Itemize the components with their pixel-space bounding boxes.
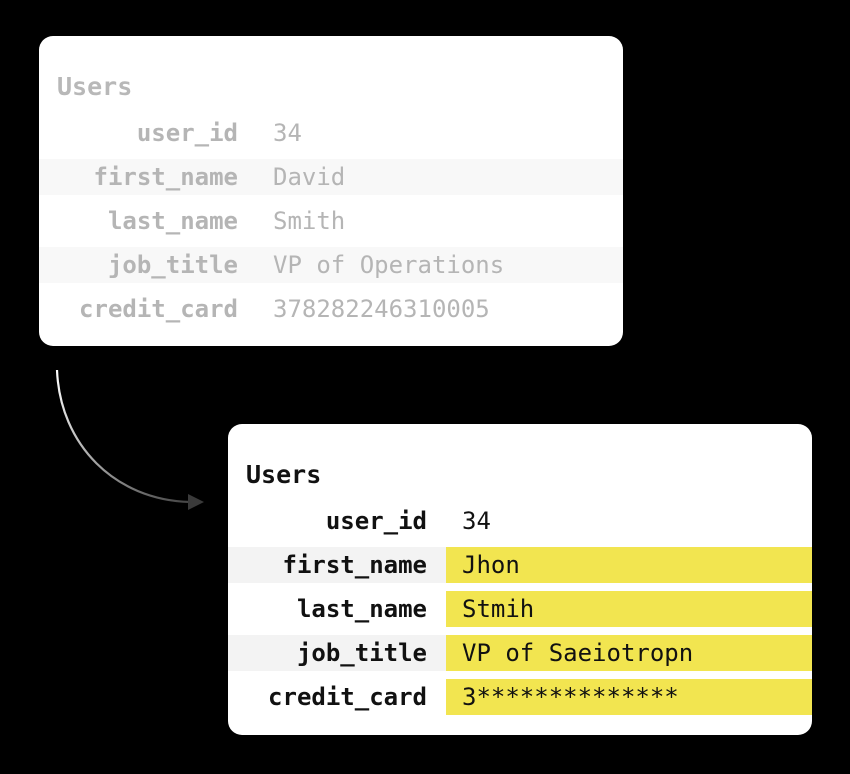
original-field-credit-card: credit_card — [79, 295, 238, 323]
original-row-credit-card: credit_card 378282246310005 — [39, 291, 623, 327]
original-value-first-name: David — [273, 163, 346, 191]
masked-field-job-title: job_title — [296, 639, 427, 667]
arrow-head-icon — [188, 494, 204, 510]
masked-value-user-id: 34 — [462, 507, 491, 535]
masked-field-last-name: last_name — [296, 595, 427, 623]
masked-row-first-name: first_name Jhon — [228, 547, 812, 583]
masked-users-card: Users user_id 34 first_name Jhon last_na… — [228, 424, 812, 735]
original-table-title: Users — [57, 72, 133, 101]
original-row-job-title: job_title VP of Operations — [39, 247, 623, 283]
masked-table-title: Users — [246, 460, 322, 489]
masked-row-user-id: user_id 34 — [228, 503, 812, 539]
arrow-line — [55, 369, 191, 504]
masked-row-credit-card: credit_card 3************** — [228, 679, 812, 715]
masked-value-credit-card: 3************** — [446, 679, 812, 715]
original-row-user-id: user_id 34 — [39, 115, 623, 151]
original-field-last-name: last_name — [107, 207, 238, 235]
masked-value-last-name: Stmih — [446, 591, 812, 627]
original-value-user-id: 34 — [273, 119, 302, 147]
original-value-credit-card: 378282246310005 — [273, 295, 490, 323]
masked-value-first-name: Jhon — [446, 547, 812, 583]
masked-field-credit-card: credit_card — [268, 683, 427, 711]
original-value-job-title: VP of Operations — [273, 251, 505, 279]
original-field-job-title: job_title — [107, 251, 238, 279]
original-row-first-name: first_name David — [39, 159, 623, 195]
masked-row-last-name: last_name Stmih — [228, 591, 812, 627]
masked-row-job-title: job_title VP of Saeiotropn — [228, 635, 812, 671]
masked-field-user-id: user_id — [325, 507, 427, 535]
original-field-user-id: user_id — [136, 119, 238, 147]
masked-field-first-name: first_name — [282, 551, 428, 579]
original-users-card: Users user_id 34 first_name David last_n… — [39, 36, 623, 346]
original-value-last-name: Smith — [273, 207, 346, 235]
original-field-first-name: first_name — [93, 163, 239, 191]
original-row-last-name: last_name Smith — [39, 203, 623, 239]
masked-value-job-title: VP of Saeiotropn — [446, 635, 812, 671]
